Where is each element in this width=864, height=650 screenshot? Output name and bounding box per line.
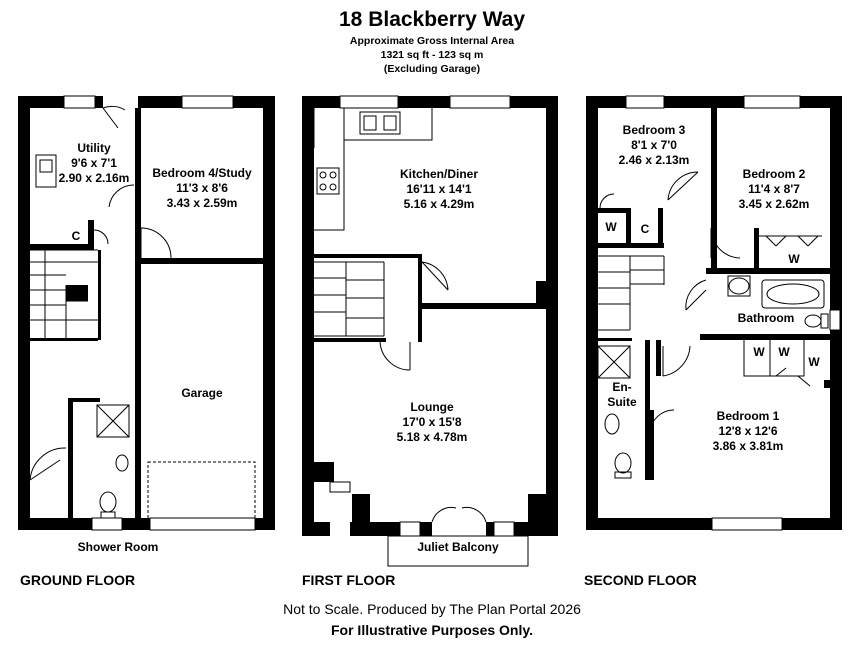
shower-room-label: Shower Room: [77, 540, 159, 554]
cupboard-label-second: C: [640, 222, 650, 236]
wardrobe-label-bedroom1-a: W: [753, 345, 765, 359]
wardrobe-label-bedroom3: W: [605, 220, 617, 234]
ensuite-label: En- Suite: [607, 380, 637, 409]
first-floor-title: FIRST FLOOR: [302, 572, 396, 588]
property-title: 18 Blackberry Way: [339, 8, 525, 31]
bedroom4-label: Bedroom 4/Study 11'3 x 8'6 3.43 x 2.59m: [152, 166, 252, 210]
ground-cupboard-label: C: [71, 229, 81, 243]
area-value: 1321 sq ft - 123 sq m: [380, 49, 484, 61]
juliet-balcony-label: Juliet Balcony: [417, 540, 499, 554]
illustrative-disclaimer: For Illustrative Purposes Only.: [330, 622, 533, 638]
kitchen-diner-label: Kitchen/Diner 16'11 x 14'1 5.16 x 4.29m: [399, 167, 478, 211]
second-floor-title: SECOND FLOOR: [584, 572, 697, 588]
lounge-label: Lounge 17'0 x 15'8 5.18 x 4.78m: [396, 400, 468, 444]
second-floor-plan: [586, 96, 842, 530]
wardrobe-label-bedroom1-b: W: [778, 345, 790, 359]
garage-label: Garage: [181, 386, 223, 400]
bathroom-label: Bathroom: [737, 311, 795, 325]
utility-label: Utility 9'6 x 7'1 2.90 x 2.16m: [58, 141, 130, 185]
first-floor-plan: [302, 96, 558, 536]
area-label: Approximate Gross Internal Area: [349, 35, 515, 47]
wardrobe-label-bedroom1-c: W: [808, 355, 820, 369]
bedroom1-label: Bedroom 1 12'8 x 12'6 3.86 x 3.81m: [712, 409, 784, 453]
bedroom2-label: Bedroom 2 11'4 x 8'7 3.45 x 2.62m: [738, 167, 810, 211]
wardrobe-label-bedroom2: W: [788, 252, 800, 266]
bedroom3-label: Bedroom 3 8'1 x 7'0 2.46 x 2.13m: [618, 123, 690, 167]
scale-disclaimer: Not to Scale. Produced by The Plan Porta…: [283, 601, 581, 617]
ground-floor-plan: [18, 96, 275, 530]
ground-floor-title: GROUND FLOOR: [20, 572, 136, 588]
area-note: (Excluding Garage): [383, 63, 481, 75]
